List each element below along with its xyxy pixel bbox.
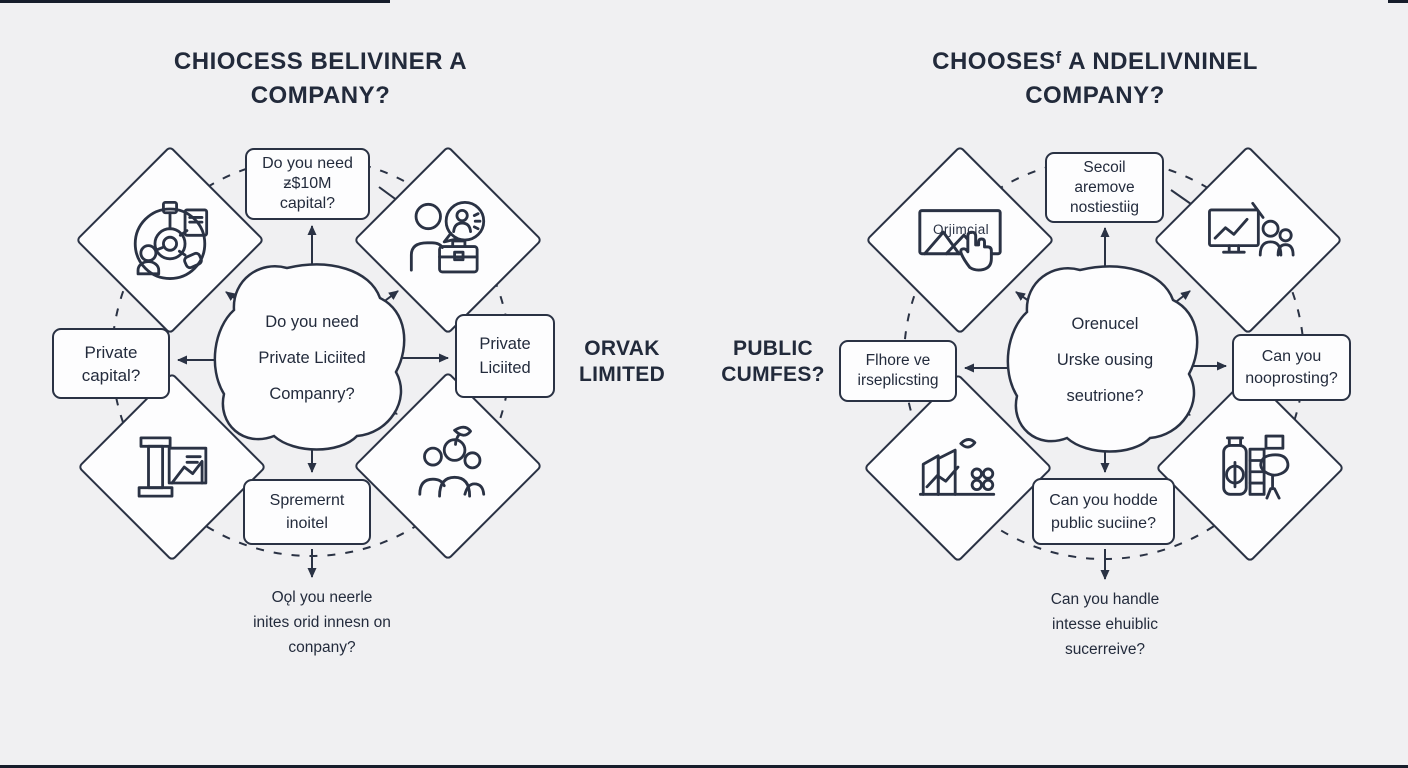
top-right-edge-line: [1388, 0, 1408, 3]
right-diamond-top-right: [1153, 145, 1343, 335]
left-diamond-top-right: [353, 145, 543, 335]
sign-hand-icon: Orjimcial: [911, 191, 1009, 289]
sign-text: Orjimcial: [932, 222, 990, 237]
right-center-line2: Urske ousing: [1056, 350, 1154, 369]
left-box-left: Private capital?: [52, 328, 170, 399]
left-box-right: Private Liciited: [455, 314, 555, 398]
left-box-top: Do you need ƶ$10M capital?: [245, 148, 370, 220]
right-caption: Can you handle intesse ehuiblic sucerrei…: [1050, 591, 1160, 658]
left-center-blob: [213, 263, 406, 451]
right-diamond-top-left: Orjimcial: [865, 145, 1055, 335]
right-box-bottom: Can you hodde public suciine?: [1032, 478, 1175, 545]
left-center-line2: Private Liciited: [258, 348, 366, 367]
left-center-line3: Companry?: [269, 384, 355, 403]
public-cumfes-label: PUBLIC CUMFES?: [721, 337, 825, 386]
person-offer-icon: [399, 191, 497, 289]
left-diamond-bottom-left: [77, 372, 267, 562]
right-diamond-bottom-left: [863, 373, 1053, 563]
factory-growth-icon: [909, 419, 1007, 517]
monitor-audience-icon: [1199, 191, 1297, 289]
bottle-ladder-speech-icon: [1201, 419, 1299, 517]
left-center-question: Do you need Private Liciited Companry?: [232, 288, 392, 428]
team-network-icon: [121, 191, 219, 289]
right-center-line1: Orenucel: [1071, 314, 1139, 333]
right-box-left: Flhore ve irseplicsting: [839, 340, 957, 402]
right-center-line3: seutrione?: [1066, 386, 1144, 405]
right-center-question: Orenucel Urske ousing seutrione?: [1025, 290, 1185, 430]
right-diamond-bottom-right: [1155, 373, 1345, 563]
bottom-edge-line: [0, 765, 1408, 768]
right-title: CHOOSESᶠ A NDELIVNINEL COMPANY?: [932, 48, 1258, 109]
left-caption: Oǫl you neerle inites orid innesn on con…: [253, 589, 391, 656]
people-group-icon: [399, 417, 497, 515]
right-center-blob: [1006, 265, 1199, 453]
right-box-top: Secoil aremove nostiestiig: [1045, 152, 1164, 223]
pillar-chart-icon: [123, 418, 221, 516]
left-center-line1: Do you need: [265, 312, 359, 331]
right-box-right: Can you nooprosting?: [1232, 334, 1351, 401]
left-title: CHIOCESS BELIVINER A COMPANY?: [173, 48, 468, 109]
left-diamond-bottom-right: [353, 371, 543, 561]
left-diamond-top-left: [75, 145, 265, 335]
top-edge-line: [0, 0, 390, 3]
left-box-bottom: Spremernt inoitel: [243, 479, 371, 545]
orvak-limited-label: ORVAK LIMITED: [578, 337, 666, 386]
